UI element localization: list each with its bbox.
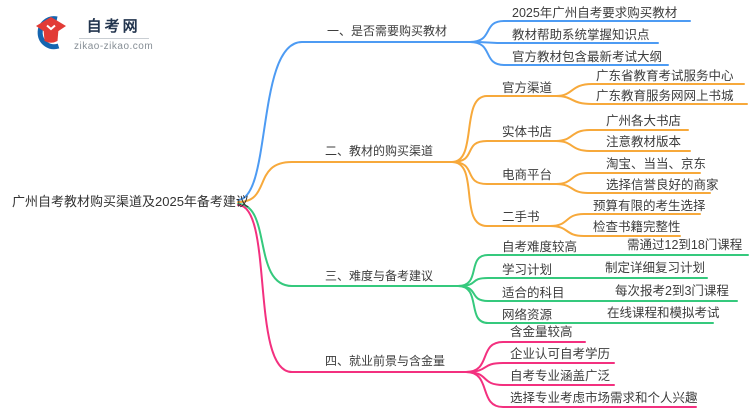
- branch-2-sub-3[interactable]: 电商平台: [502, 168, 553, 182]
- branch-4-label[interactable]: 四、就业前景与含金量: [325, 354, 446, 368]
- branch-3-sub-1-leaf[interactable]: 需通过12到18门课程: [627, 238, 743, 252]
- branch-2-label[interactable]: 二、教材的购买渠道: [325, 144, 434, 158]
- branch-1-leaf-3[interactable]: 官方教材包含最新考试大纲: [512, 50, 663, 64]
- branch-3-sub-1[interactable]: 自考难度较高: [502, 240, 578, 254]
- branch-2-sub-4-leaf-2[interactable]: 检查书籍完整性: [593, 220, 681, 234]
- branch-2-sub-3-leaf-1[interactable]: 淘宝、当当、京东: [606, 157, 707, 171]
- branch-1-lines: [237, 20, 691, 201]
- branch-3-sub-2-leaf[interactable]: 制定详细复习计划: [605, 261, 706, 275]
- site-logo[interactable]: 自考网 zikao-zikao.com: [30, 13, 153, 53]
- branch-2-sub-1[interactable]: 官方渠道: [502, 81, 553, 95]
- branch-1-leaf-2[interactable]: 教材帮助系统掌握知识点: [512, 28, 650, 42]
- branch-4-leaf-1[interactable]: 含金量较高: [510, 325, 573, 339]
- branch-2-sub-3-leaf-2[interactable]: 选择信誉良好的商家: [606, 178, 719, 192]
- branch-1-leaf-1[interactable]: 2025年广州自考要求购买教材: [512, 6, 678, 20]
- branch-2-sub-1-leaf-2[interactable]: 广东教育服务网网上书城: [596, 89, 734, 103]
- branch-4-leaf-4[interactable]: 选择专业考虑市场需求和个人兴趣: [510, 391, 698, 405]
- site-url: zikao-zikao.com: [74, 40, 154, 52]
- branch-2-lines: [237, 83, 748, 237]
- branch-3-sub-4[interactable]: 网络资源: [502, 308, 553, 322]
- branch-2-sub-2-leaf-1[interactable]: 广州各大书店: [606, 114, 682, 128]
- branch-2-sub-4[interactable]: 二手书: [502, 210, 540, 224]
- branch-4-leaf-3[interactable]: 自考专业涵盖广泛: [510, 369, 611, 383]
- graduation-cap-icon: [36, 16, 66, 50]
- branch-3-sub-3-leaf[interactable]: 每次报考2到3门课程: [615, 284, 729, 298]
- branch-3-sub-3[interactable]: 适合的科目: [502, 286, 565, 300]
- branch-2-sub-1-leaf-1[interactable]: 广东省教育考试服务中心: [596, 69, 734, 83]
- logo-divider: [78, 37, 149, 39]
- branch-4-lines: [237, 204, 697, 408]
- site-name: 自考网: [86, 17, 141, 35]
- branch-1-label[interactable]: 一、是否需要购买教材: [327, 24, 448, 38]
- branch-2-sub-4-leaf-1[interactable]: 预算有限的考生选择: [593, 199, 706, 213]
- branch-3-lines: [237, 203, 749, 324]
- branch-4-leaf-2[interactable]: 企业认可自考学历: [510, 347, 611, 361]
- branch-3-sub-4-leaf[interactable]: 在线课程和模拟考试: [607, 306, 720, 320]
- branch-3-label[interactable]: 三、难度与备考建议: [325, 269, 434, 283]
- branch-2-sub-2[interactable]: 实体书店: [502, 125, 553, 139]
- root-topic[interactable]: 广州自考教材购买渠道及2025年备考建议: [12, 194, 249, 209]
- branch-3-sub-2[interactable]: 学习计划: [502, 263, 553, 277]
- branch-2-sub-2-leaf-2[interactable]: 注意教材版本: [606, 135, 682, 149]
